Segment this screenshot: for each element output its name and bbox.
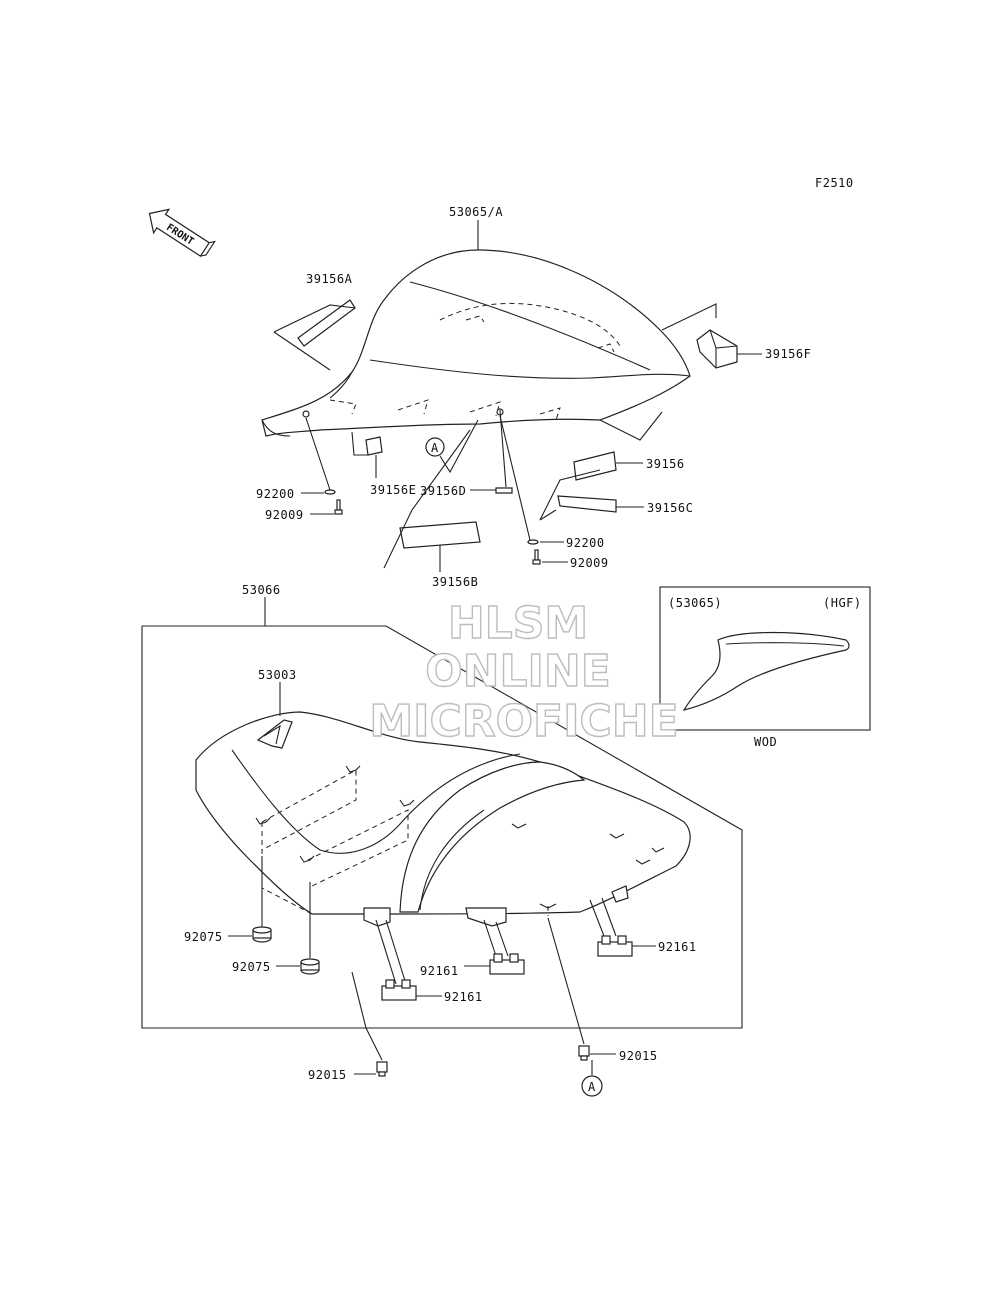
label-92200-left: 92200 [256,487,295,501]
label-92015-left: 92015 [308,1068,347,1082]
inset-right-label: (HGF) [823,596,862,610]
label-39156: 39156 [646,457,685,471]
label-53065A: 53065/A [449,205,503,219]
callout-A-upper [425,437,445,457]
pad-39156B [399,521,481,549]
label-39156E: 39156E [370,483,416,497]
nut-92015-left [376,1061,388,1077]
label-92161-b: 92161 [420,964,459,978]
rubber-92161-middle [489,953,525,975]
pad-39156D [495,487,513,494]
label-53066: 53066 [242,583,281,597]
label-92009-right: 92009 [570,556,609,570]
nut-92015-right [578,1045,590,1061]
label-53003: 53003 [258,668,297,682]
label-92015-right: 92015 [619,1049,658,1063]
seat-cowl-53065A [261,249,691,437]
label-92075-b: 92075 [232,960,271,974]
pad-39156E [365,436,383,456]
bolt-92009-left [334,499,343,515]
label-39156C: 39156C [647,501,693,515]
washer-92200-right [527,539,539,545]
rubber-92161-left [381,979,417,1001]
label-92009-left: 92009 [265,508,304,522]
watermark-line1: HLSM [448,598,588,649]
damper-92075-a [252,926,272,943]
inset-caption: WOD [754,735,777,749]
pad-39156C [557,495,617,513]
callout-A-lower-label: A [588,1080,596,1094]
label-39156B: 39156B [432,575,478,589]
washer-92200-left [324,489,336,495]
label-92161-a: 92161 [444,990,483,1004]
pad-39156F [696,329,738,369]
rubber-92161-right [597,935,633,957]
inset-box: (53065) (HGF) WOD [659,586,871,749]
label-39156A: 39156A [306,272,353,286]
seat-53066 [195,711,691,927]
label-92200-right: 92200 [566,536,605,550]
seat-frame-box [141,625,743,1029]
pad-39156 [573,451,617,481]
damper-92075-b [300,958,320,975]
callout-A-upper-label: A [431,441,439,455]
inset-left-label: (53065) [668,596,722,610]
figure-code: F2510 [815,176,854,190]
label-39156D: 39156D [420,484,466,498]
label-39156F: 39156F [765,347,811,361]
label-92075-a: 92075 [184,930,223,944]
label-92161-c: 92161 [658,940,697,954]
watermark-line2: ONLINE [425,646,611,697]
badge-53003 [256,719,293,749]
watermark-line3: MICROFICHE [369,696,678,747]
bolt-92009-right [532,549,541,565]
callout-A-lower [581,1075,603,1097]
front-arrow-icon: FRONT [148,208,216,257]
